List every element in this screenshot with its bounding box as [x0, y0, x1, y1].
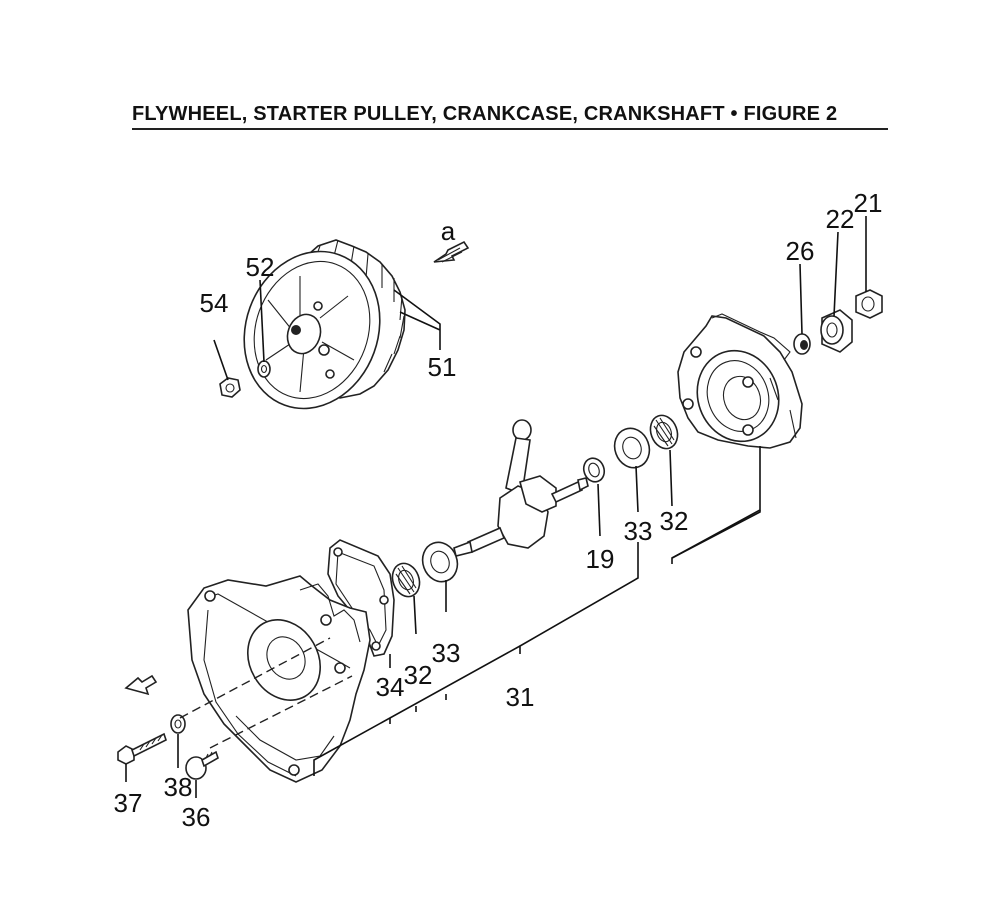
gasket-34	[327, 539, 395, 657]
assembly-axis-line-2	[209, 675, 353, 749]
bolt-36	[185, 750, 219, 780]
callout-21: 21	[854, 188, 883, 218]
starter-pulley-22	[820, 309, 853, 353]
ball-bearing-33-left	[421, 541, 459, 583]
callout-52: 52	[246, 252, 275, 282]
washer-52	[257, 360, 271, 378]
view-arrow-icon	[433, 240, 470, 263]
callout-33-left: 33	[432, 638, 461, 668]
nut-54	[219, 377, 241, 398]
washer-38	[170, 714, 186, 734]
needle-bearing-32-left	[391, 562, 421, 598]
flywheel-51	[243, 239, 406, 410]
callout-22: 22	[826, 204, 855, 234]
callout-54: 54	[200, 288, 229, 318]
assembly-axis-line	[179, 637, 331, 719]
leader-lines	[125, 216, 867, 798]
bolt-37	[117, 732, 167, 765]
figure-title: FLYWHEEL, STARTER PULLEY, CRANKCASE, CRA…	[132, 102, 888, 130]
callout-37: 37	[114, 788, 143, 818]
crankshaft	[453, 419, 589, 557]
callout-51: 51	[428, 352, 457, 382]
callout-38: 38	[164, 772, 193, 802]
callout-view-a: a	[441, 216, 456, 246]
callout-31: 31	[506, 682, 535, 712]
callout-33-right: 33	[624, 516, 653, 546]
direction-arrow-icon	[124, 674, 158, 696]
callout-32-right: 32	[660, 506, 689, 536]
ball-bearing-33-right	[613, 427, 651, 469]
nut-21	[855, 289, 883, 319]
callout-34: 34	[376, 672, 405, 702]
crankcase-half-right	[677, 313, 803, 449]
washer-19	[582, 457, 606, 483]
callout-36: 36	[182, 802, 211, 832]
crankcase-half-left	[187, 575, 371, 783]
callout-32-left: 32	[404, 660, 433, 690]
needle-bearing-32-right	[649, 414, 679, 450]
callout-19: 19	[586, 544, 615, 574]
oil-seal-26	[793, 333, 811, 355]
callout-26: 26	[786, 236, 815, 266]
